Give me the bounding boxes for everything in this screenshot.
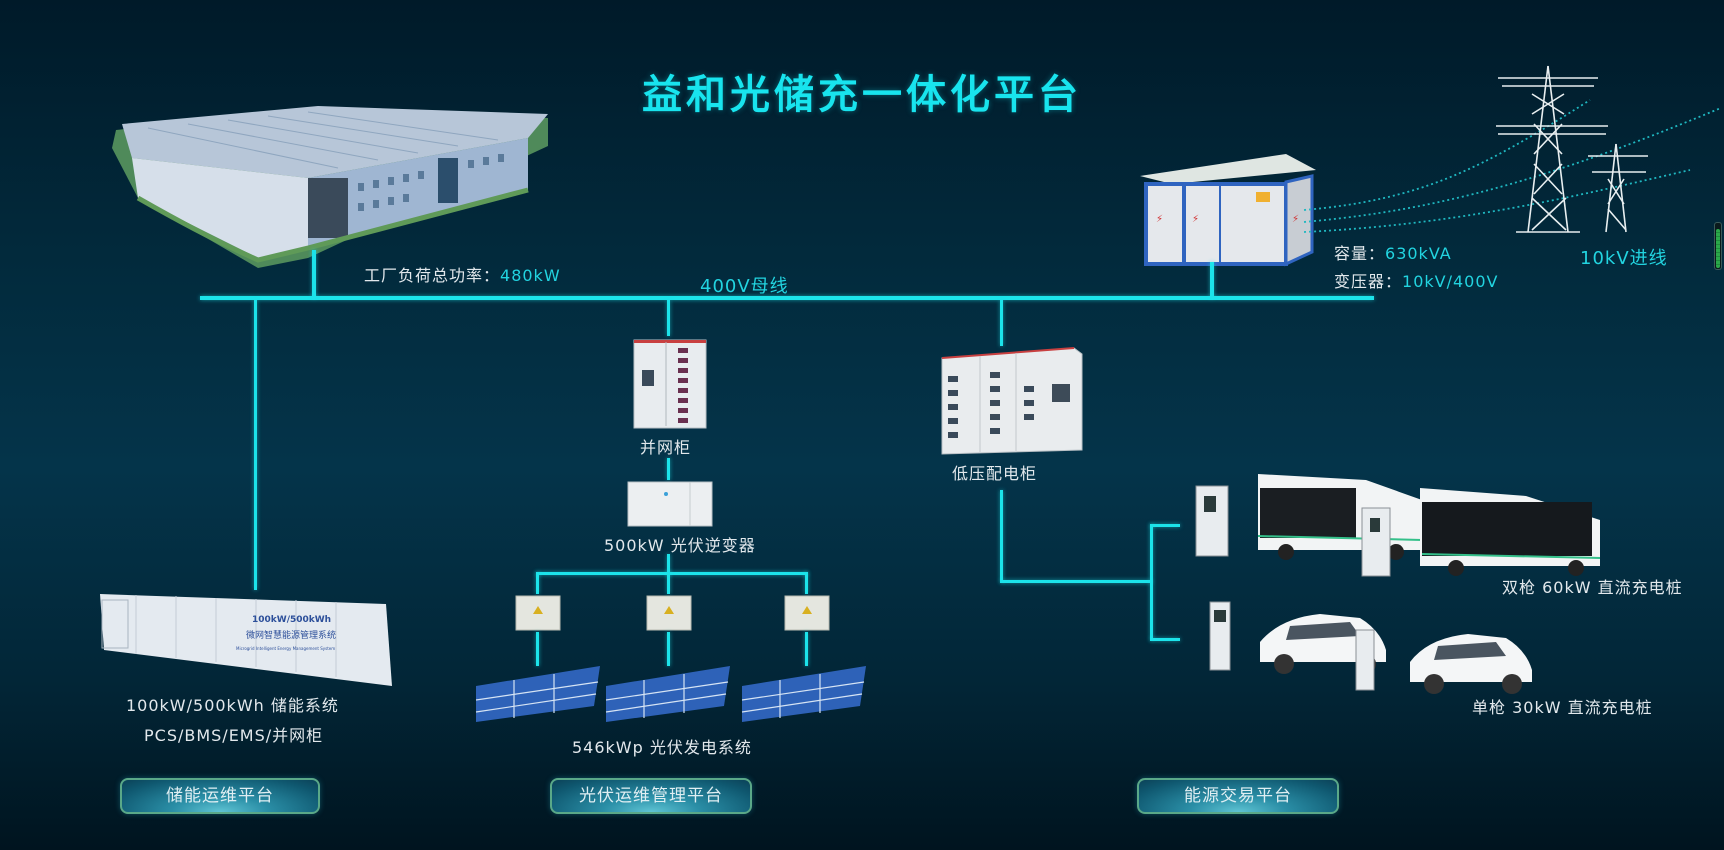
svg-text:⚡: ⚡: [1156, 214, 1163, 225]
pv-ops-platform-button[interactable]: 光伏运维管理平台: [550, 778, 752, 814]
solar-panel-icon: [741, 666, 866, 722]
charging-split-line: [1150, 524, 1153, 640]
pv-distribution-line: [536, 572, 808, 575]
solar-panel-icon: [605, 666, 730, 722]
car-charger-icon: [1209, 601, 1532, 694]
transformer-ratio-caption: 变压器：: [1334, 272, 1403, 291]
car-charger-label: 单枪 30kW 直流充电桩: [1472, 698, 1653, 717]
charging-feeder-line: [1000, 490, 1003, 582]
car-charger-line: [1150, 638, 1180, 641]
grid-incoming-label: 10kV进线: [1580, 248, 1668, 269]
bus-charger-label: 双枪 60kW 直流充电桩: [1502, 578, 1683, 597]
lv-distribution-cabinet-icon: [941, 347, 1083, 455]
inverter-feeder-line: [667, 458, 670, 480]
container-text-english: Microgrid Intelligent Energy Management …: [236, 646, 335, 651]
bus-label: 400V母线: [700, 276, 789, 297]
factory-load-label: 工厂负荷总功率：480kW: [364, 262, 561, 286]
svg-text:⚡: ⚡: [1192, 214, 1199, 225]
lv-cabinet-feeder-line: [1000, 300, 1003, 346]
transformer-ratio-value: 10kV/400V: [1402, 272, 1499, 291]
grid-cabinet-label: 并网柜: [640, 438, 692, 457]
charging-distribution-line: [1000, 580, 1152, 583]
combiner-box-icon: [646, 595, 692, 631]
energy-trading-platform-button[interactable]: 能源交易平台: [1137, 778, 1339, 814]
panel-line-2: [667, 632, 670, 666]
pv-branch-line-2: [667, 572, 670, 594]
pv-branch-line-1: [536, 572, 539, 594]
page-title: 益和光储充一体化平台: [642, 72, 1082, 118]
solar-panel-icon: [475, 666, 600, 722]
switchgear-cabinet-icon: [633, 339, 707, 429]
lv-cabinet-label: 低压配电柜: [952, 464, 1038, 483]
transformer-capacity-caption: 容量：: [1334, 244, 1386, 263]
bus-charger-icon: [1195, 474, 1601, 577]
storage-label-1: 100kW/500kWh 储能系统: [126, 696, 339, 715]
inverter-label: 500kW 光伏逆变器: [604, 536, 756, 555]
transformer-capacity-label: 容量：630kVA: [1334, 240, 1452, 264]
side-level-fill: [1716, 228, 1720, 268]
inverter-icon: [627, 481, 713, 527]
svg-text:⚡: ⚡: [1292, 214, 1299, 225]
factory-load-value: 480kW: [500, 266, 561, 285]
pv-trunk-line: [667, 554, 670, 574]
storage-container-icon: 100kW/500kWh 微网智慧能源管理系统 Microgrid Intell…: [100, 594, 392, 686]
storage-label-2: PCS/BMS/EMS/并网柜: [144, 726, 324, 745]
transformer-feeder-line: [1210, 262, 1214, 298]
panel-line-1: [536, 632, 539, 666]
side-level-indicator[interactable]: [1714, 222, 1722, 270]
grid-cabinet-feeder-line: [667, 300, 670, 336]
pv-branch-line-3: [805, 572, 808, 594]
transformer-capacity-value: 630kVA: [1385, 244, 1452, 263]
box-transformer-icon: ⚡ ⚡ ⚡: [1140, 154, 1316, 267]
panel-line-3: [805, 632, 808, 666]
incoming-line-icon: [1303, 99, 1720, 233]
bus-400v-line: [200, 296, 1374, 300]
pv-system-label: 546kWp 光伏发电系统: [572, 738, 752, 757]
factory-feeder-line: [312, 250, 316, 298]
bus-charger-line: [1150, 524, 1180, 527]
transformer-ratio-label: 变压器：10kV/400V: [1334, 268, 1498, 292]
storage-feeder-line: [254, 300, 257, 590]
factory-building-icon: [112, 106, 548, 268]
factory-load-caption: 工厂负荷总功率：: [364, 266, 501, 285]
container-text-capacity: 100kW/500kWh: [252, 615, 331, 625]
combiner-box-icon: [515, 595, 561, 631]
container-text-system: 微网智慧能源管理系统: [246, 629, 336, 641]
combiner-box-icon: [784, 595, 830, 631]
power-tower-icon: [1496, 65, 1648, 233]
storage-ops-platform-button[interactable]: 储能运维平台: [120, 778, 320, 814]
